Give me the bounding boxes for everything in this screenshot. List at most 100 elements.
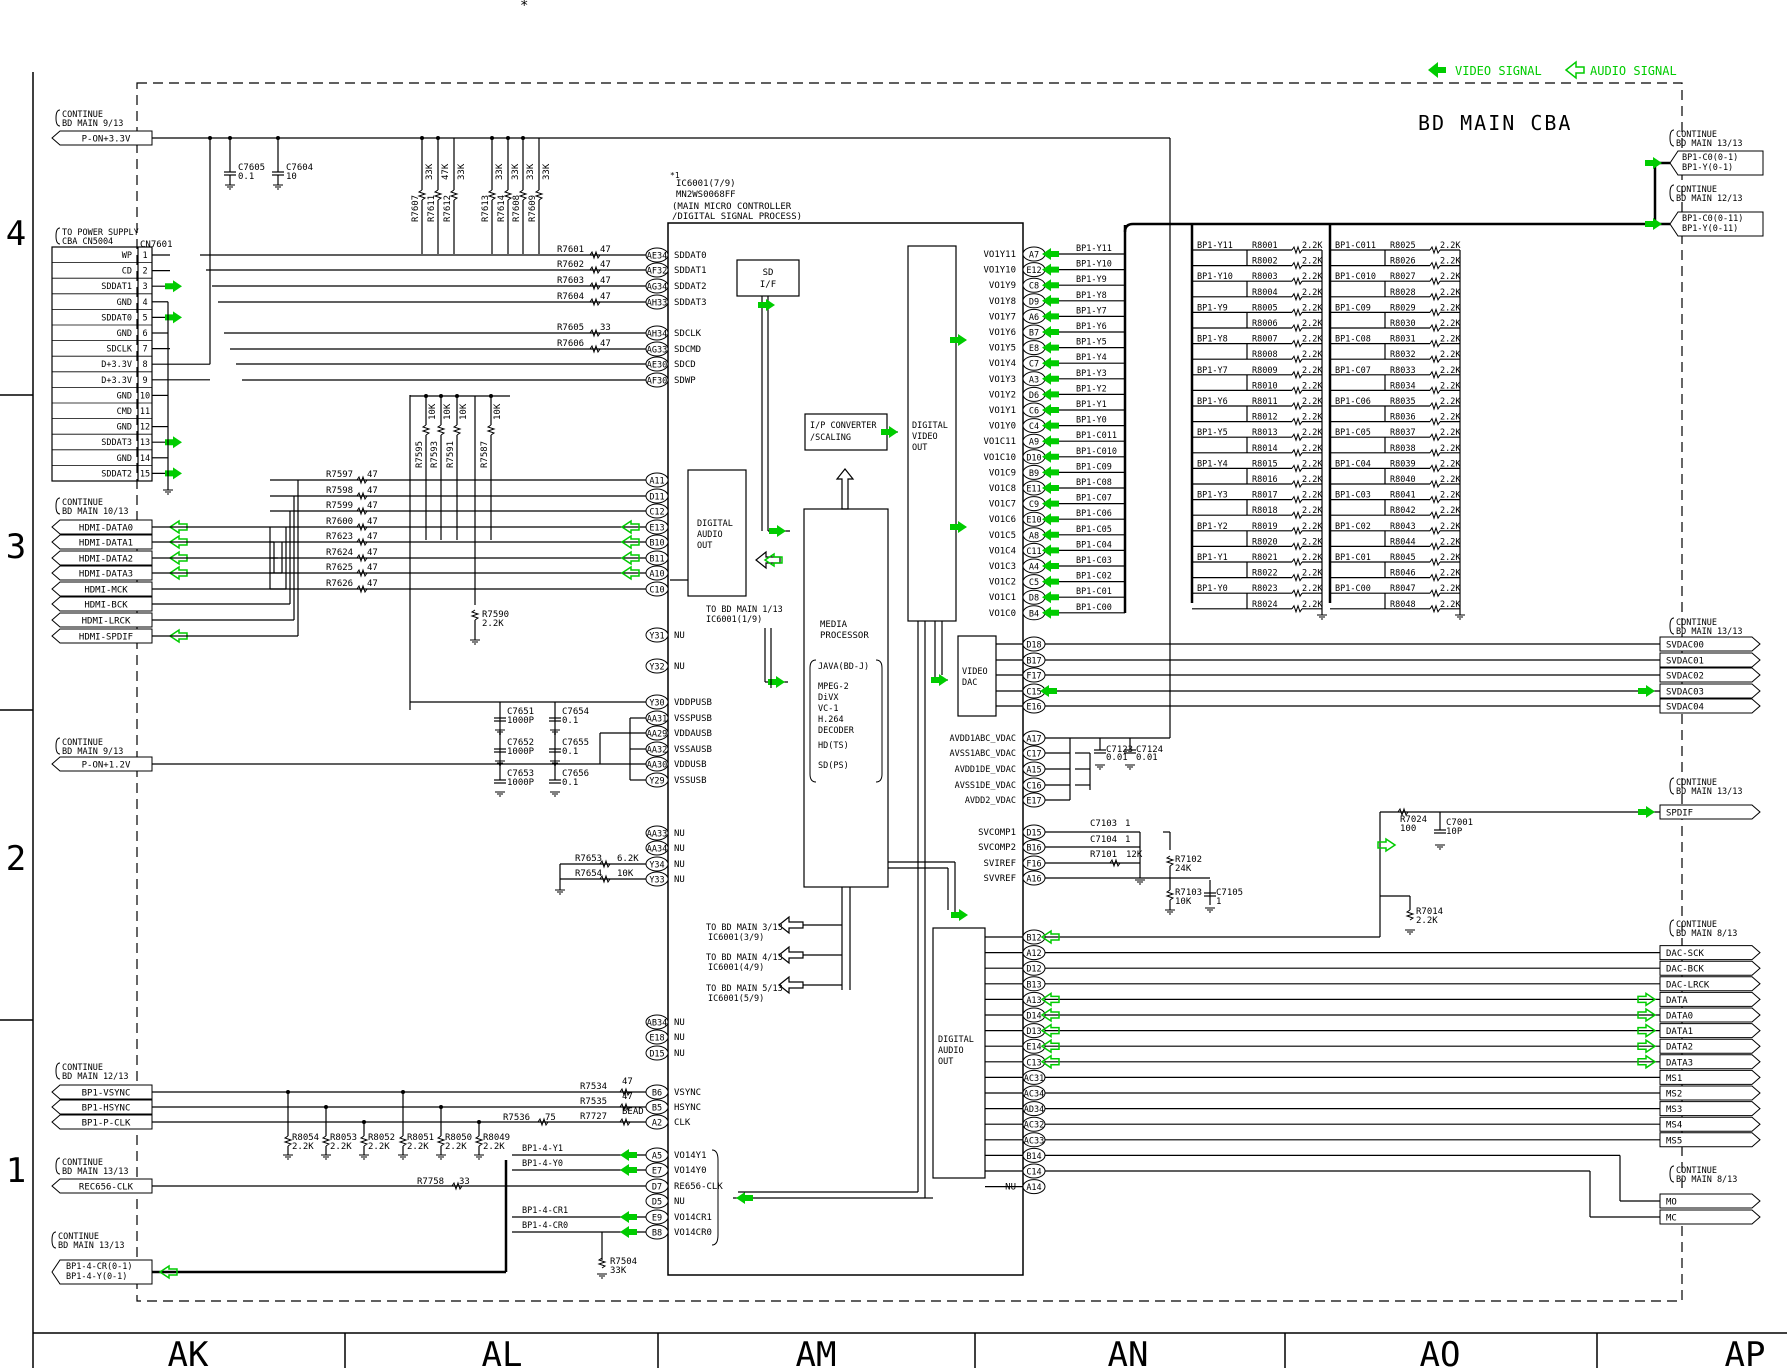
res-ref: R7614 [497,195,507,222]
media-format-label: HD(TS) [818,741,849,751]
res-R8043 [1429,526,1441,536]
continue-text: CONTINUE [1676,920,1717,930]
ground-icon [473,1154,485,1160]
to-bd-note: IC6001(3/9) [708,933,764,943]
ball-label: A13 [1026,996,1041,1006]
ball-label: E7 [652,1167,662,1177]
res-ref: R8003 [1252,272,1278,282]
continue-text: TO POWER SUPPLY [62,228,139,238]
pin-name: HSYNC [674,1103,701,1113]
block-label: PROCESSOR [820,631,869,641]
net-label: BP1-4-Y1 [522,1144,563,1154]
ball-label: A8 [1029,531,1039,541]
res-val: 47 [622,1077,633,1087]
cap-ref: C7103 [1090,819,1117,829]
res-ref: R7654 [575,869,602,879]
res-val: 2.2K [1302,506,1323,516]
audio-signal-arrow-icon [1040,929,1060,945]
res-val: 6.2K [617,854,639,864]
res-val: 2.2K [1440,335,1461,345]
continue-text: CONTINUE [1676,1166,1717,1176]
ball-label: A11 [649,477,664,487]
video-signal-arrow-icon [1428,62,1446,78]
res-val: 2.2K [1440,319,1461,329]
ground-icon [1316,614,1328,620]
resistor-symbol [1165,855,1175,867]
pin-name: VO1C3 [989,562,1016,572]
video-signal-arrow-icon [1042,591,1059,604]
res-R8034 [1429,385,1441,395]
res-R8038 [1429,448,1441,458]
resistor-symbol [433,189,443,201]
audio-signal-arrow-icon [1040,1007,1060,1023]
pin-name: SDDAT0 [674,251,707,261]
cap-ref: C7124 [1136,745,1163,755]
res-ref: R7014 [1416,907,1443,917]
ball-label: A15 [1026,766,1041,776]
ball-D15 [645,1045,669,1061]
ground-icon [1454,614,1466,620]
ball-label: C11 [1026,547,1041,557]
connector-pin-num: 8 [142,360,147,370]
ball-nu [645,658,669,674]
tag-dac-bck [1659,960,1761,976]
pin-name: AVDD1DE_VDAC [955,765,1016,775]
res-val: 2.2K [1302,335,1323,345]
offpage-tag-label: BP1-Y(0-1) [1682,163,1733,173]
pin-name: VO1Y5 [989,344,1016,354]
media-format-label: JAVA(BD-J) [818,662,869,672]
to-bd-note: TO BD MAIN 5/13 [706,984,783,994]
res-R7534 [619,1087,631,1097]
ball-label: E12 [1026,266,1041,276]
res-R7727 [619,1117,631,1127]
tag-bus-a [1669,150,1764,176]
res-ref: R8043 [1390,522,1416,532]
resistor-symbol [1165,889,1175,901]
ball-label: D8 [1029,594,1039,604]
legend-audio-label: AUDIO SIGNAL [1590,64,1677,78]
res-ref: R7607 [411,195,421,222]
ball-label: E11 [1026,485,1041,495]
video-signal-arrow-icon [1042,513,1059,526]
res-val: 2.2K [1440,413,1461,423]
res-ref: R8006 [1252,319,1278,329]
cap-ref: C7105 [1216,888,1243,898]
ball-label: B4 [1029,609,1039,619]
res-val: 47 [367,532,378,542]
res-val: 2.2K [1440,569,1461,579]
tag-data3 [1659,1054,1761,1070]
connector-pin-num: 3 [142,282,147,292]
res-ref: R7504 [610,1257,637,1267]
connector-pin-name: D+3.3V [101,360,132,370]
grid-col-label: AL [482,1335,523,1368]
continue-text: CBA CN5004 [62,237,113,247]
ball-label: D9 [1029,297,1039,307]
pin-name: VO1Y2 [989,390,1016,400]
net-label: BP1-C01 [1076,587,1112,597]
res-val: 2.2K [1440,600,1461,610]
res-R7625 [356,568,368,578]
block-label: DIGITAL [697,519,733,529]
continue-text: CONTINUE [1676,185,1717,195]
pin-name: VO1Y4 [989,359,1016,369]
res-val: 2.2K [1440,428,1461,438]
net-label: BP1-Y1 [1076,400,1107,410]
cap-val: 0.1 [562,778,578,788]
res-R8029 [1429,307,1441,317]
ball-label: C12 [649,508,664,518]
ball-label: A6 [1029,313,1039,323]
offpage-tag-label: HDMI-LRCK [82,617,131,627]
to-bd-note: IC6001(1/9) [706,615,762,625]
continue-text: BD MAIN 12/13 [1676,194,1743,204]
pin-name: NU [674,860,685,870]
legend-video: VIDEO SIGNAL [1428,62,1542,78]
res-ref: R8024 [1252,600,1278,610]
ground-icon [554,889,566,895]
block-label: I/P CONVERTER [810,421,877,431]
video-signal-arrow-icon [620,1164,637,1176]
junction-dot [286,1090,290,1094]
net-label: BP1-Y3 [1076,369,1107,379]
tag-svdac03 [1659,683,1761,699]
